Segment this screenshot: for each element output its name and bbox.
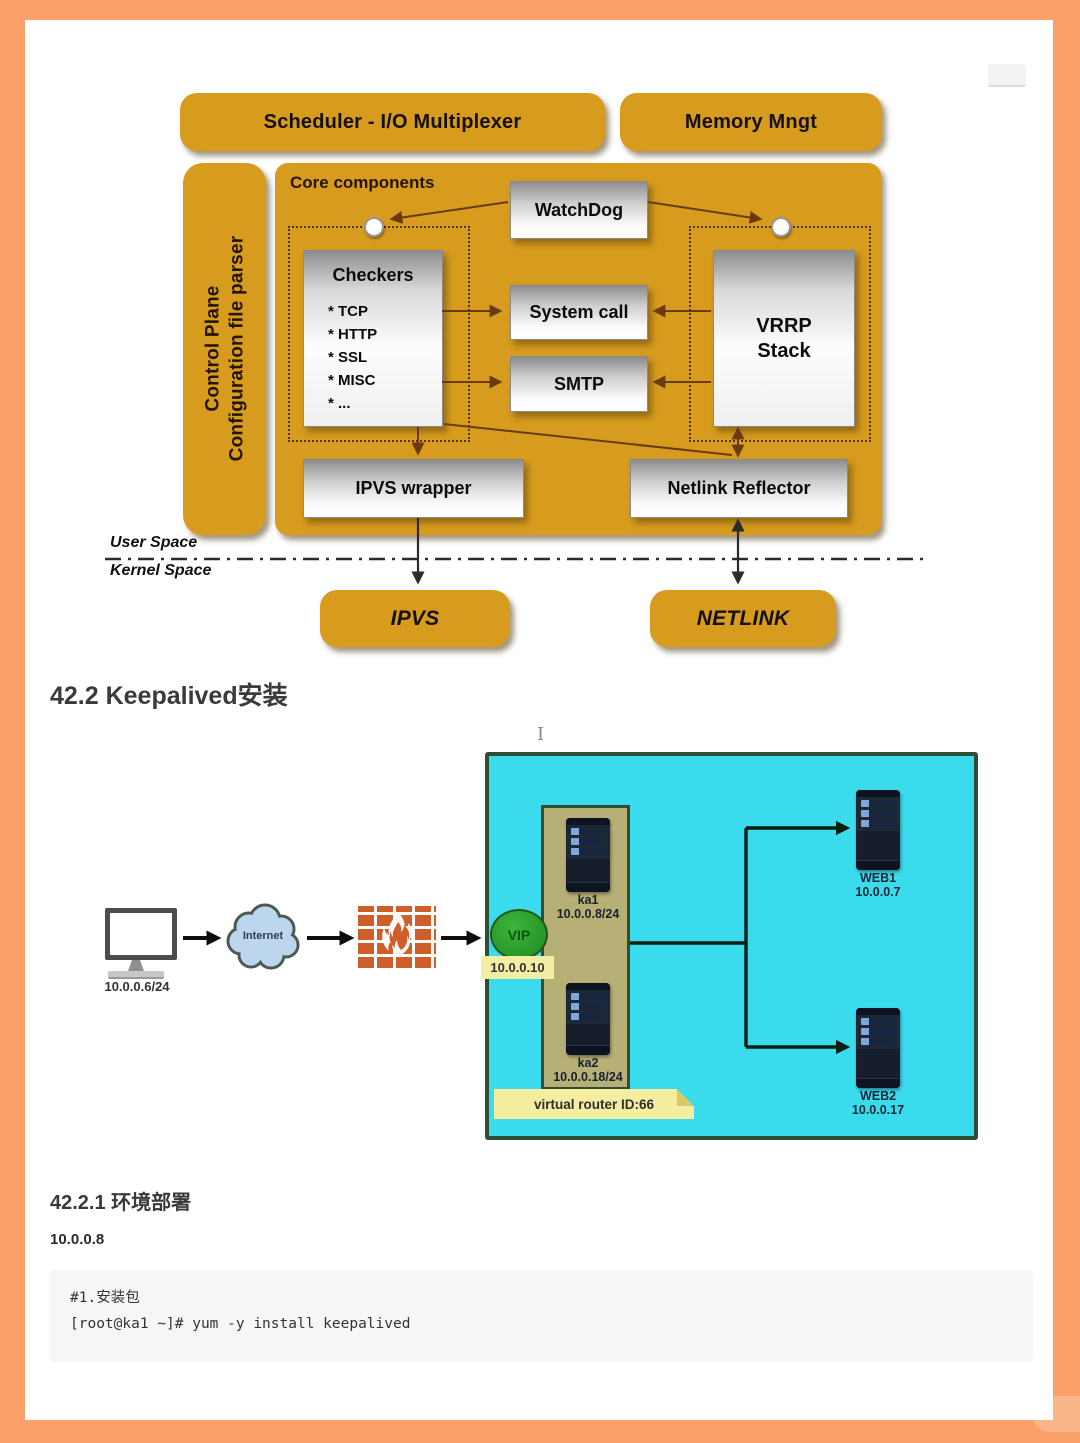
ka1-server-icon — [566, 818, 610, 892]
host-label: 10.0.0.8 — [50, 1231, 105, 1248]
kernel-space-label: Kernel Space — [110, 562, 212, 579]
user-space-label: User Space — [110, 534, 198, 551]
ka1-ip-label: 10.0.0.8/24 — [556, 907, 620, 921]
text-cursor: I — [537, 724, 545, 745]
smtp-box: SMTP — [510, 356, 648, 412]
web2-name-label: WEB2 — [859, 1089, 897, 1103]
ipvs-box: IPVS — [320, 590, 510, 647]
vip-label: VIP — [507, 926, 531, 943]
control-plane-box: Control Plane Configuration file parser — [183, 163, 266, 535]
client-computer-icon — [105, 908, 177, 960]
vrrp-label-line1: VRRP — [756, 314, 812, 337]
netlink-reflector-label: Netlink Reflector — [667, 478, 811, 498]
vrrp-stack-box: VRRP Stack — [713, 250, 855, 427]
vip-icon: VIP — [490, 909, 548, 960]
checker-item: * SSL — [328, 349, 368, 366]
ka2-server-icon — [566, 983, 610, 1055]
scheduler-box: Scheduler - I/O Multiplexer — [180, 93, 605, 151]
ka1-name-label: ka1 — [577, 893, 599, 907]
control-plane-line1: Control Plane — [202, 285, 223, 412]
internet-label: Internet — [242, 930, 284, 942]
vip-ip-tag: 10.0.0.10 — [481, 956, 554, 979]
web1-ip-label: 10.0.0.7 — [855, 885, 901, 899]
scheduler-label: Scheduler - I/O Multiplexer — [263, 110, 522, 133]
flame-icon — [382, 912, 415, 956]
right-node-circle — [771, 217, 791, 237]
checker-item: * HTTP — [328, 326, 378, 343]
web1-name-label: WEB1 — [859, 871, 897, 885]
client-ip-label: 10.0.0.6/24 — [104, 979, 170, 994]
smtp-label: SMTP — [553, 373, 604, 394]
control-plane-line2: Configuration file parser — [226, 235, 247, 462]
core-components-label: Core components — [290, 173, 435, 192]
checkers-title: Checkers — [332, 265, 414, 285]
client-computer-base — [108, 971, 164, 979]
memory-mngt-box: Memory Mngt — [620, 93, 882, 151]
web2-ip-label: 10.0.0.17 — [851, 1103, 905, 1117]
ka2-name-label: ka2 — [577, 1056, 599, 1070]
checker-item: * TCP — [328, 303, 369, 320]
web2-server-icon — [856, 1008, 900, 1088]
left-node-circle — [364, 217, 384, 237]
netlink-reflector-box: Netlink Reflector — [630, 459, 848, 518]
system-call-box: System call — [510, 285, 648, 340]
web1-server-icon — [856, 790, 900, 870]
internet-cloud-icon: Internet — [221, 899, 305, 979]
ka2-ip-label: 10.0.0.18/24 — [553, 1070, 623, 1084]
code-line: #1.安装包 — [70, 1290, 140, 1306]
section-heading: 42.2 Keepalived安装 — [50, 682, 288, 710]
netlink-box: NETLINK — [650, 590, 836, 647]
watchdog-box: WatchDog — [510, 181, 648, 239]
checker-item: * ... — [328, 395, 351, 412]
watchdog-label: WatchDog — [534, 199, 624, 220]
memory-mngt-label: Memory Mngt — [684, 110, 818, 133]
subsection-heading: 42.2.1 环境部署 — [50, 1192, 192, 1214]
ipvs-wrapper-label: IPVS wrapper — [355, 478, 472, 498]
code-line: [root@ka1 ~]# yum -y install keepalived — [70, 1316, 411, 1332]
virtual-router-note: virtual router ID:66 — [494, 1089, 694, 1119]
watermark — [1032, 1396, 1080, 1432]
checkers-list: * TCP * HTTP * SSL * MISC * ... — [328, 300, 442, 415]
checker-item: * MISC — [328, 372, 376, 389]
netlink-label: NETLINK — [696, 606, 790, 630]
code-block: #1.安装包 [root@ka1 ~]# yum -y install keep… — [50, 1270, 1033, 1362]
ipvs-label: IPVS — [390, 606, 440, 630]
system-call-label: System call — [529, 302, 629, 322]
ipvs-wrapper-box: IPVS wrapper — [303, 459, 524, 518]
faded-button[interactable] — [988, 64, 1026, 87]
checkers-box: Checkers * TCP * HTTP * SSL * MISC * ... — [303, 250, 443, 427]
vrrp-label-line2: Stack — [757, 339, 811, 362]
client-computer-stand — [128, 960, 144, 971]
control-plane-label: Control Plane Configuration file parser — [184, 163, 267, 535]
